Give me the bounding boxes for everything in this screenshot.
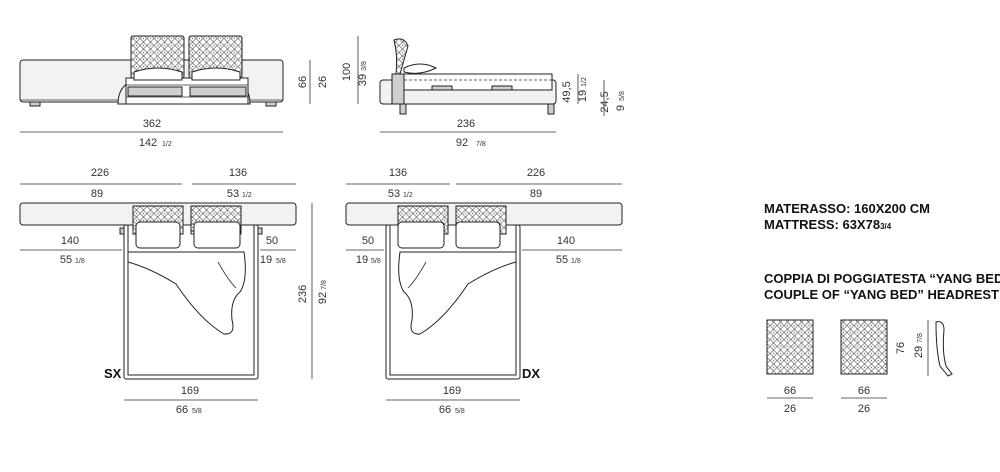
dx-side-left-cm: 50 [362, 235, 374, 247]
sx-top-right-cm: 136 [229, 167, 247, 179]
sx-side-left-in: 55 [60, 254, 72, 266]
side-height-in-frac: 3/8 [361, 61, 368, 71]
headrest-height-cm: 76 [895, 342, 907, 354]
sx-side-right-cm: 50 [266, 235, 278, 247]
side-headrest [393, 38, 409, 75]
side-foot-left [399, 103, 407, 115]
front-pillow-right [191, 67, 241, 81]
side-height-cm: 100 [341, 63, 353, 81]
sx-pillow-left [135, 221, 181, 249]
dx-duvet [398, 251, 517, 335]
side-handle-left [431, 85, 453, 91]
side-mattress-height-in-frac: 1/2 [581, 77, 588, 87]
headrest-detail-right [840, 319, 888, 375]
headrest-right-width-in: 26 [858, 403, 870, 415]
dx-dimensions: 136 53 1/2 226 89 50 19 5/8 140 55 1/8 D… [346, 167, 622, 416]
sx-duvet [127, 251, 246, 335]
side-base-height-in: 9 [615, 105, 627, 111]
side-view [379, 38, 557, 115]
sx-bottom-in-frac: 5/8 [192, 408, 202, 415]
front-pillow-left [133, 67, 183, 81]
side-mattress [403, 73, 553, 91]
side-depth-in: 92 [456, 137, 468, 149]
headrest-detail-left [766, 319, 814, 375]
front-mattress-band-right [189, 86, 247, 97]
sx-side-left-cm: 140 [61, 235, 79, 247]
headrest-height-in-frac: 7/8 [917, 333, 924, 343]
side-base-height-cm: 24,5 [599, 91, 611, 112]
plan-sx [19, 202, 297, 380]
sx-bottom-in: 66 [176, 404, 188, 416]
side-headboard [391, 73, 405, 105]
sx-dimensions: 226 89 136 53 1/2 140 55 1/8 50 19 5/8 S… [20, 167, 296, 416]
front-foot-right [265, 101, 277, 107]
plan-depth-in-frac: 7/8 [321, 280, 328, 290]
spec-text: MATERASSO: 160X200 CM MATTRESS: 63X783/4… [764, 201, 1000, 302]
dx-top-left-in: 53 [388, 188, 400, 200]
headrest-height-in: 29 [913, 346, 925, 358]
side-height-in: 39 [357, 74, 369, 86]
dx-pillow-left [397, 221, 445, 249]
headrest-dimensions: 66 26 66 26 76 29 7/8 [767, 333, 925, 415]
headrest-left-width-cm: 66 [784, 385, 796, 397]
dx-side-left-in: 19 [356, 254, 368, 266]
side-mattress-height-in: 19 [577, 90, 589, 102]
front-width-in: 142 [139, 137, 157, 149]
headrests-detail [766, 319, 953, 377]
side-foot-right [547, 103, 555, 115]
headrest-left-width-in: 26 [784, 403, 796, 415]
sx-top-right-in: 53 [227, 188, 239, 200]
front-height-cm: 66 [297, 76, 309, 88]
front-view [19, 35, 284, 107]
sx-pillow-right [193, 221, 241, 249]
dx-top-left-cm: 136 [389, 167, 407, 179]
dx-side-left-in-frac: 5/8 [371, 258, 381, 265]
front-foot-left [29, 101, 41, 107]
plan-depth-cm: 236 [297, 285, 309, 303]
dx-top-right-cm: 226 [527, 167, 545, 179]
plan-dx [345, 202, 623, 380]
front-width-cm: 362 [143, 118, 161, 130]
headrest-it-label: COPPIA DI POGGIATESTA “YANG BED” [764, 271, 1000, 286]
mattress-it-label: MATERASSO: 160X200 CM [764, 201, 930, 216]
mattress-en-label: MATTRESS: 63X783/4 [764, 217, 892, 232]
dx-side-right-in: 55 [556, 254, 568, 266]
side-mattress-height-cm: 49,5 [561, 81, 573, 102]
headrest-detail-side-profile [935, 321, 953, 377]
sx-top-left-cm: 226 [91, 167, 109, 179]
dx-bottom-in: 66 [439, 404, 451, 416]
sx-side-left-in-frac: 1/8 [75, 258, 85, 265]
front-width-in-frac: 1/2 [162, 141, 172, 148]
side-dimensions: 236 92 7/8 49,5 19 1/2 24,5 9 5/8 [380, 74, 627, 149]
sx-top-left-in: 89 [91, 188, 103, 200]
dx-bottom-cm: 169 [443, 385, 461, 397]
dx-top-right-in: 89 [530, 188, 542, 200]
dx-bottom-in-frac: 5/8 [455, 408, 465, 415]
sx-side-right-in-frac: 5/8 [276, 258, 286, 265]
side-handle-right [491, 85, 513, 91]
sx-side-right-in: 19 [260, 254, 272, 266]
dx-side-right-cm: 140 [557, 235, 575, 247]
sx-top-right-in-frac: 1/2 [242, 192, 252, 199]
plan-depth-in: 92 [317, 292, 329, 304]
headrest-en-label: COUPLE OF “YANG BED” HEADREST [764, 287, 999, 302]
side-pillow [403, 63, 438, 74]
front-dimensions: 362 142 1/2 66 26 100 39 3/8 [20, 36, 369, 149]
front-mattress-band-left [127, 86, 183, 97]
dx-top-left-in-frac: 1/2 [403, 192, 413, 199]
dx-label: DX [522, 366, 540, 381]
headrest-right-width-cm: 66 [858, 385, 870, 397]
sx-bottom-cm: 169 [181, 385, 199, 397]
side-depth-in-frac: 7/8 [476, 141, 486, 148]
side-base-height-in-frac: 5/8 [619, 91, 626, 101]
sx-label: SX [104, 366, 122, 381]
dx-pillow-right [455, 221, 501, 249]
side-depth-cm: 236 [457, 118, 475, 130]
dx-side-right-in-frac: 1/8 [571, 258, 581, 265]
front-height-in: 26 [317, 76, 329, 88]
plan-depth-dimension: 236 92 7/8 [297, 203, 329, 379]
